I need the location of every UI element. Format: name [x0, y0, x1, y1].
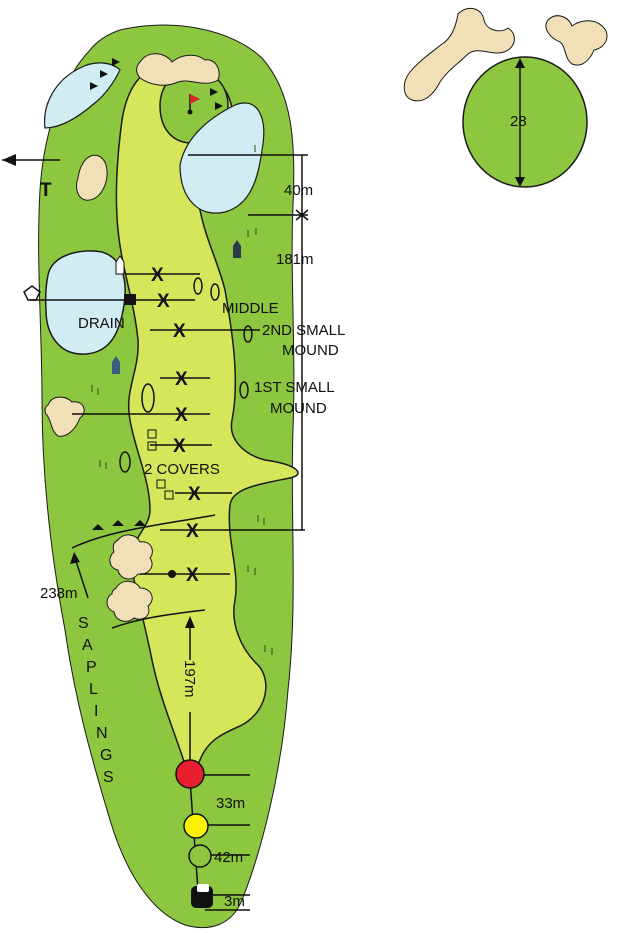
mound-icon [210, 283, 220, 301]
distance-197-arrow-icon [185, 616, 195, 628]
cover-square [164, 490, 174, 500]
distance-33m: 33m [216, 795, 245, 812]
distance-markers [72, 273, 305, 575]
distance-marker-x: X [157, 291, 170, 312]
tee-marker-label: T [40, 180, 52, 201]
distance-marker-x: X [151, 265, 164, 286]
drain-box [124, 294, 136, 305]
label-1st-small-line1: 1ST SMALL [254, 379, 335, 396]
saplings-label: S A P L I N G S [78, 615, 114, 786]
distance-marker-x: X [173, 436, 186, 457]
svg-text:N: N [96, 725, 108, 742]
distance-238-line [74, 557, 89, 599]
water-hazard-drain [44, 250, 126, 355]
cover-square [147, 429, 157, 439]
cover-square [156, 479, 166, 489]
tree-line-markers [90, 58, 223, 530]
svg-text:I: I [94, 703, 98, 720]
second-small-mound-icon [243, 325, 253, 343]
distance-42m: 42m [214, 849, 243, 866]
distance-marker-x: X [188, 484, 201, 505]
mound-icon [193, 277, 203, 295]
tee-direction-arrow-icon [2, 154, 16, 166]
bunker-left-tee [76, 154, 108, 201]
distance-marker-x: X [186, 565, 199, 586]
tee-yellow [183, 813, 209, 839]
distance-marker-x: X [175, 369, 188, 390]
distance-3m: 3m [224, 893, 245, 910]
label-1st-small-line2: MOUND [270, 400, 327, 417]
bunker-238-top [109, 534, 153, 580]
svg-text:S: S [78, 615, 89, 632]
bunker-left-mid [44, 396, 85, 437]
label-2-covers: 2 COVERS [144, 461, 220, 478]
cover-square [147, 441, 157, 451]
white-marker-icon [115, 255, 125, 275]
marker-dot [168, 570, 176, 578]
svg-text:G: G [100, 747, 112, 764]
flag-icon [190, 94, 200, 104]
distance-40m: 40m [284, 182, 313, 199]
svg-text:L: L [89, 681, 98, 698]
rough-texture [91, 145, 273, 655]
green-depth-arrow-top [515, 58, 525, 68]
distance-197-bg [182, 660, 198, 712]
tee-white [188, 844, 212, 868]
arc-line [111, 609, 206, 629]
svg-text:S: S [103, 769, 114, 786]
distance-181m: 181m [276, 251, 314, 268]
dark-marker-icon [233, 240, 241, 258]
distance-238-arrow-icon [70, 552, 80, 564]
green-detail-bunker-right [545, 15, 608, 66]
distance-marker-x: X [186, 521, 199, 542]
tee-red [175, 759, 205, 789]
first-small-mound-icon [239, 381, 249, 399]
distance-marker-x: X [173, 321, 186, 342]
bunker-238-bottom [106, 580, 153, 622]
svg-text:A: A [82, 637, 93, 654]
label-2nd-small-line1: 2ND SMALL [262, 322, 345, 339]
svg-text:P: P [86, 659, 97, 676]
blue-marker-icon [112, 356, 120, 374]
label-2nd-small-line2: MOUND [282, 342, 339, 359]
green-detail-bunker-left [403, 7, 515, 102]
bunker-green-top [136, 53, 220, 86]
label-drain: DRAIN [78, 315, 125, 332]
water-hazard-topleft [43, 62, 121, 129]
right-dimension [188, 154, 309, 530]
label-middle: MIDDLE [222, 300, 279, 317]
distance-marker-x: X [175, 405, 188, 426]
green-depth-arrow-bottom [515, 177, 525, 187]
fairway [115, 65, 299, 783]
mound-icon [141, 383, 155, 413]
drain-symbol-icon [23, 285, 41, 301]
green-depth-label: 28 [510, 113, 527, 130]
mound-icon [119, 451, 131, 473]
green-detail-shape [462, 56, 588, 188]
tee-black-inner [197, 884, 209, 892]
distance-238m: 238m [40, 585, 78, 602]
distance-197m: 197m [181, 660, 198, 698]
arc-line [71, 514, 216, 549]
